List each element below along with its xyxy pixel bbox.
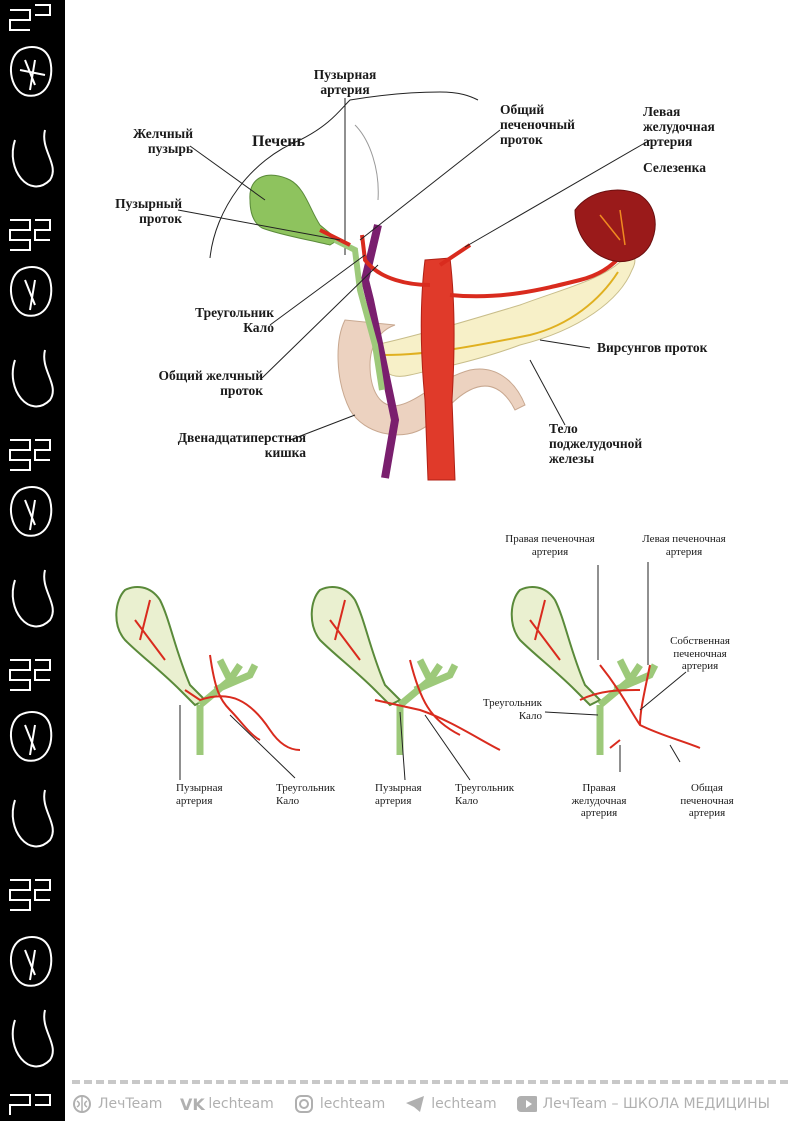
footer-bar: ЛечTeam VK lechteam lechteam lechteam Ле… — [72, 1092, 788, 1116]
aorta-shape — [420, 257, 456, 481]
label-d3-proper-hepatic: Собственная печеночная артерия — [670, 635, 730, 672]
footer-divider — [72, 1080, 788, 1084]
label-d3-right-gastric: Правая желудочная артерия — [571, 782, 627, 819]
label-duodenum: Двенадцатиперстная кишка — [177, 430, 306, 460]
left-gastric-artery — [438, 243, 472, 267]
sidebar-border — [62, 0, 65, 1121]
anatomy-doodle-pattern — [9, 4, 54, 1115]
footer-brand[interactable]: ЛечTeam — [98, 1096, 163, 1112]
decorative-sidebar — [0, 0, 62, 1121]
label-pancreas-body: Тело поджелудочной железы — [549, 421, 643, 466]
footer-youtube[interactable]: ЛечTeam – ШКОЛА МЕДИЦИНЫ — [542, 1096, 770, 1112]
heart-doodle-icon — [9, 46, 53, 97]
footer-vk[interactable]: lechteam — [208, 1096, 274, 1112]
bile-duct — [333, 237, 385, 391]
label-wirsung-duct: Вирсунгов проток — [597, 340, 708, 355]
duodenum-shape — [337, 319, 526, 436]
variant-diagram-3 — [510, 562, 701, 772]
label-d1-cystic-artery: Пузырная артерия — [176, 782, 223, 807]
splenic-artery — [449, 248, 627, 299]
label-cystic-artery-top: Пузырная артерия — [313, 67, 377, 97]
label-left-gastric-artery: Левая желудочная артерия — [643, 104, 715, 149]
label-d2-calot: Треугольник Кало — [455, 782, 515, 807]
variant-diagram-2 — [310, 586, 501, 781]
youtube-icon — [516, 1095, 537, 1113]
label-d3-calot: Треугольник Кало — [482, 697, 542, 722]
label-calot-triangle: Треугольник Кало — [195, 305, 274, 335]
variant-diagram-1 — [115, 586, 301, 780]
brain-logo-icon — [72, 1095, 92, 1113]
label-liver: Печень — [252, 133, 305, 150]
label-d3-left-hepatic: Левая печеночная артерия — [642, 533, 726, 558]
label-d1-calot: Треугольник Кало — [276, 782, 336, 807]
intestine-doodle-icon — [9, 219, 51, 251]
label-cystic-duct: Пузырный проток — [115, 196, 182, 226]
label-gallbladder: Желчный пузырь — [133, 126, 193, 156]
telegram-icon — [405, 1095, 425, 1113]
common-hepatic-artery — [360, 234, 431, 287]
label-spleen: Селезенка — [643, 160, 706, 175]
vk-icon: VK — [180, 1094, 205, 1114]
cystic-artery-top — [319, 228, 351, 247]
liver-outline — [209, 91, 479, 259]
footer-instagram[interactable]: lechteam — [319, 1096, 386, 1112]
label-d3-right-hepatic: Правая печеночная артерия — [505, 533, 595, 558]
spleen-shape — [574, 189, 656, 262]
instagram-icon — [294, 1095, 314, 1113]
label-common-hepatic-duct: Общий печеночный проток — [500, 102, 575, 147]
label-d2-cystic-artery: Пузырная артерия — [375, 782, 422, 807]
stomach-doodle-icon — [11, 129, 54, 188]
footer-telegram[interactable]: lechteam — [431, 1096, 497, 1112]
label-common-bile-duct: Общий желчный проток — [158, 368, 263, 398]
portal-vein — [360, 224, 400, 479]
label-d3-common-hepatic: Общая печеночная артерия — [680, 782, 734, 819]
